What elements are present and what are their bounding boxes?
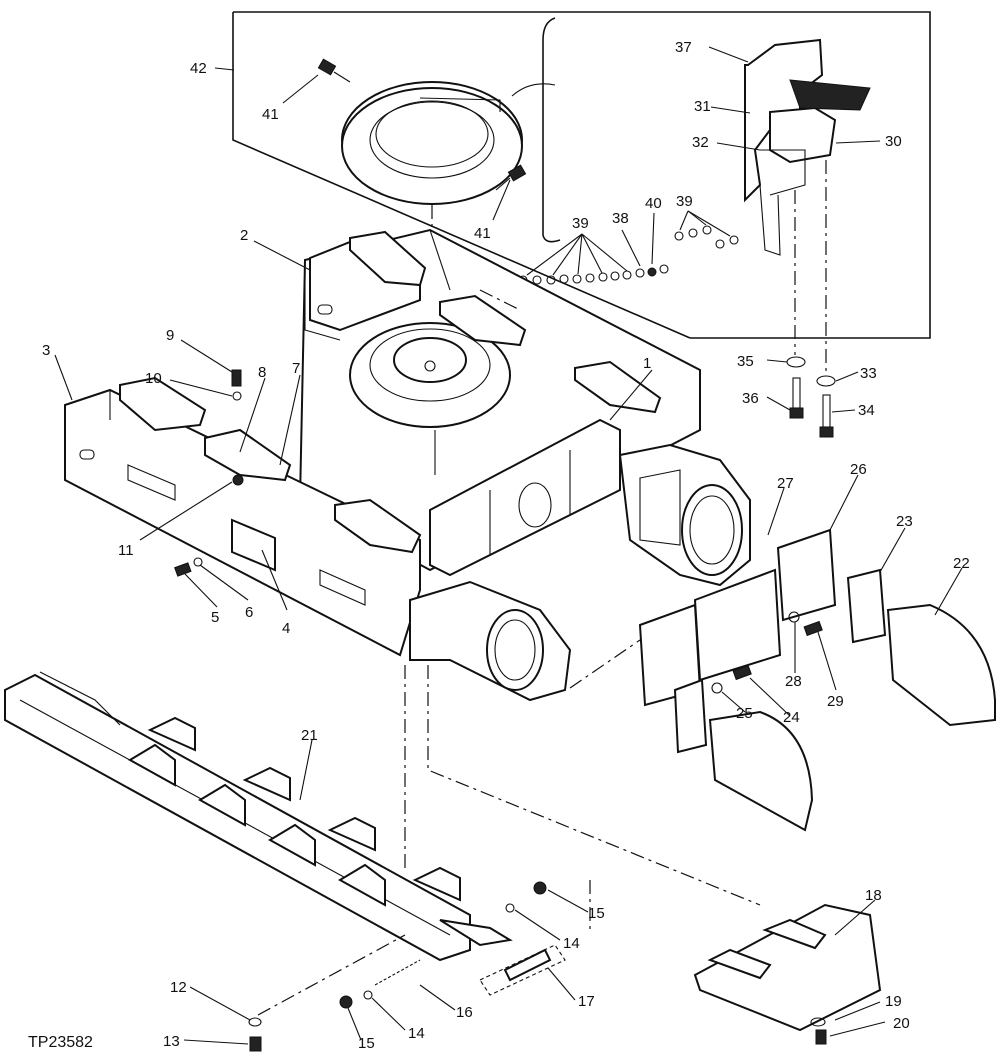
- callout-3: 3: [42, 342, 50, 359]
- callout-33: 33: [860, 365, 877, 382]
- callout-40: 40: [645, 195, 662, 212]
- callout-14a: 14: [563, 935, 580, 952]
- callout-39b: 39: [676, 193, 693, 210]
- callout-31: 31: [694, 98, 711, 115]
- bottom-plate: [693, 903, 882, 1045]
- callout-8: 8: [258, 364, 266, 381]
- callout-22: 22: [953, 555, 970, 572]
- right-axle-housing: [618, 443, 751, 587]
- callout-4: 4: [282, 620, 290, 637]
- callout-32: 32: [692, 134, 709, 151]
- callout-24: 24: [783, 709, 800, 726]
- track-guide: [4, 671, 513, 962]
- right-side-frame: [309, 230, 662, 414]
- leader-lines: [54, 46, 963, 1045]
- callout-12: 12: [170, 979, 187, 996]
- bearing-balls: [518, 225, 739, 285]
- turntable: [349, 322, 511, 475]
- callout-11: 11: [118, 542, 134, 559]
- callout-41b: 41: [474, 225, 491, 242]
- callout-9: 9: [166, 327, 174, 344]
- callout-34: 34: [858, 402, 875, 419]
- callout-29: 29: [827, 693, 844, 710]
- callout-23: 23: [896, 513, 913, 530]
- callout-7: 7: [292, 360, 300, 377]
- callout-10: 10: [145, 370, 162, 387]
- callout-26: 26: [850, 461, 867, 478]
- bearing-bolts: [786, 356, 836, 438]
- callout-16: 16: [456, 1004, 473, 1021]
- callout-27: 27: [777, 475, 794, 492]
- callout-37: 37: [675, 39, 692, 56]
- callout-6: 6: [245, 604, 253, 621]
- callout-1: 1: [643, 355, 651, 372]
- track-pins: [339, 881, 566, 1009]
- center-section: [429, 418, 621, 577]
- callout-17: 17: [578, 993, 595, 1010]
- callout-42: 42: [190, 60, 207, 77]
- slewing-ring: [341, 81, 556, 370]
- ring-bolts: [317, 58, 527, 191]
- bearing-section: [744, 38, 871, 375]
- left-axle-housing: [409, 580, 572, 702]
- callout-labels: 1 2 3 4 5 6 7 8 9 10 11 12 13 14 14 15 1…: [42, 39, 970, 1052]
- callout-5: 5: [211, 609, 219, 626]
- callout-13: 13: [163, 1033, 180, 1050]
- cover-bolts: [711, 611, 823, 694]
- callout-28: 28: [785, 673, 802, 690]
- callout-25: 25: [736, 705, 753, 722]
- callout-36: 36: [742, 390, 759, 407]
- bolt-13: [248, 1017, 262, 1052]
- callout-19: 19: [885, 993, 902, 1010]
- frame-hardware: [174, 369, 244, 577]
- callout-21: 21: [301, 727, 318, 744]
- callout-30: 30: [885, 133, 902, 150]
- left-side-frame: [64, 376, 422, 657]
- callout-38: 38: [612, 210, 629, 227]
- inset-frame: [232, 11, 931, 339]
- callout-15a: 15: [588, 905, 605, 922]
- figure-id: TP23582: [28, 1034, 93, 1051]
- callout-15b: 15: [358, 1035, 375, 1052]
- callout-35: 35: [737, 353, 754, 370]
- cover-plates: [638, 528, 996, 832]
- callout-41a: 41: [262, 106, 279, 123]
- callout-14b: 14: [408, 1025, 425, 1042]
- callout-2: 2: [240, 227, 248, 244]
- callout-39a: 39: [572, 215, 589, 232]
- callout-20: 20: [893, 1015, 910, 1032]
- assembly-lines: [257, 289, 761, 1016]
- callout-18: 18: [865, 887, 882, 904]
